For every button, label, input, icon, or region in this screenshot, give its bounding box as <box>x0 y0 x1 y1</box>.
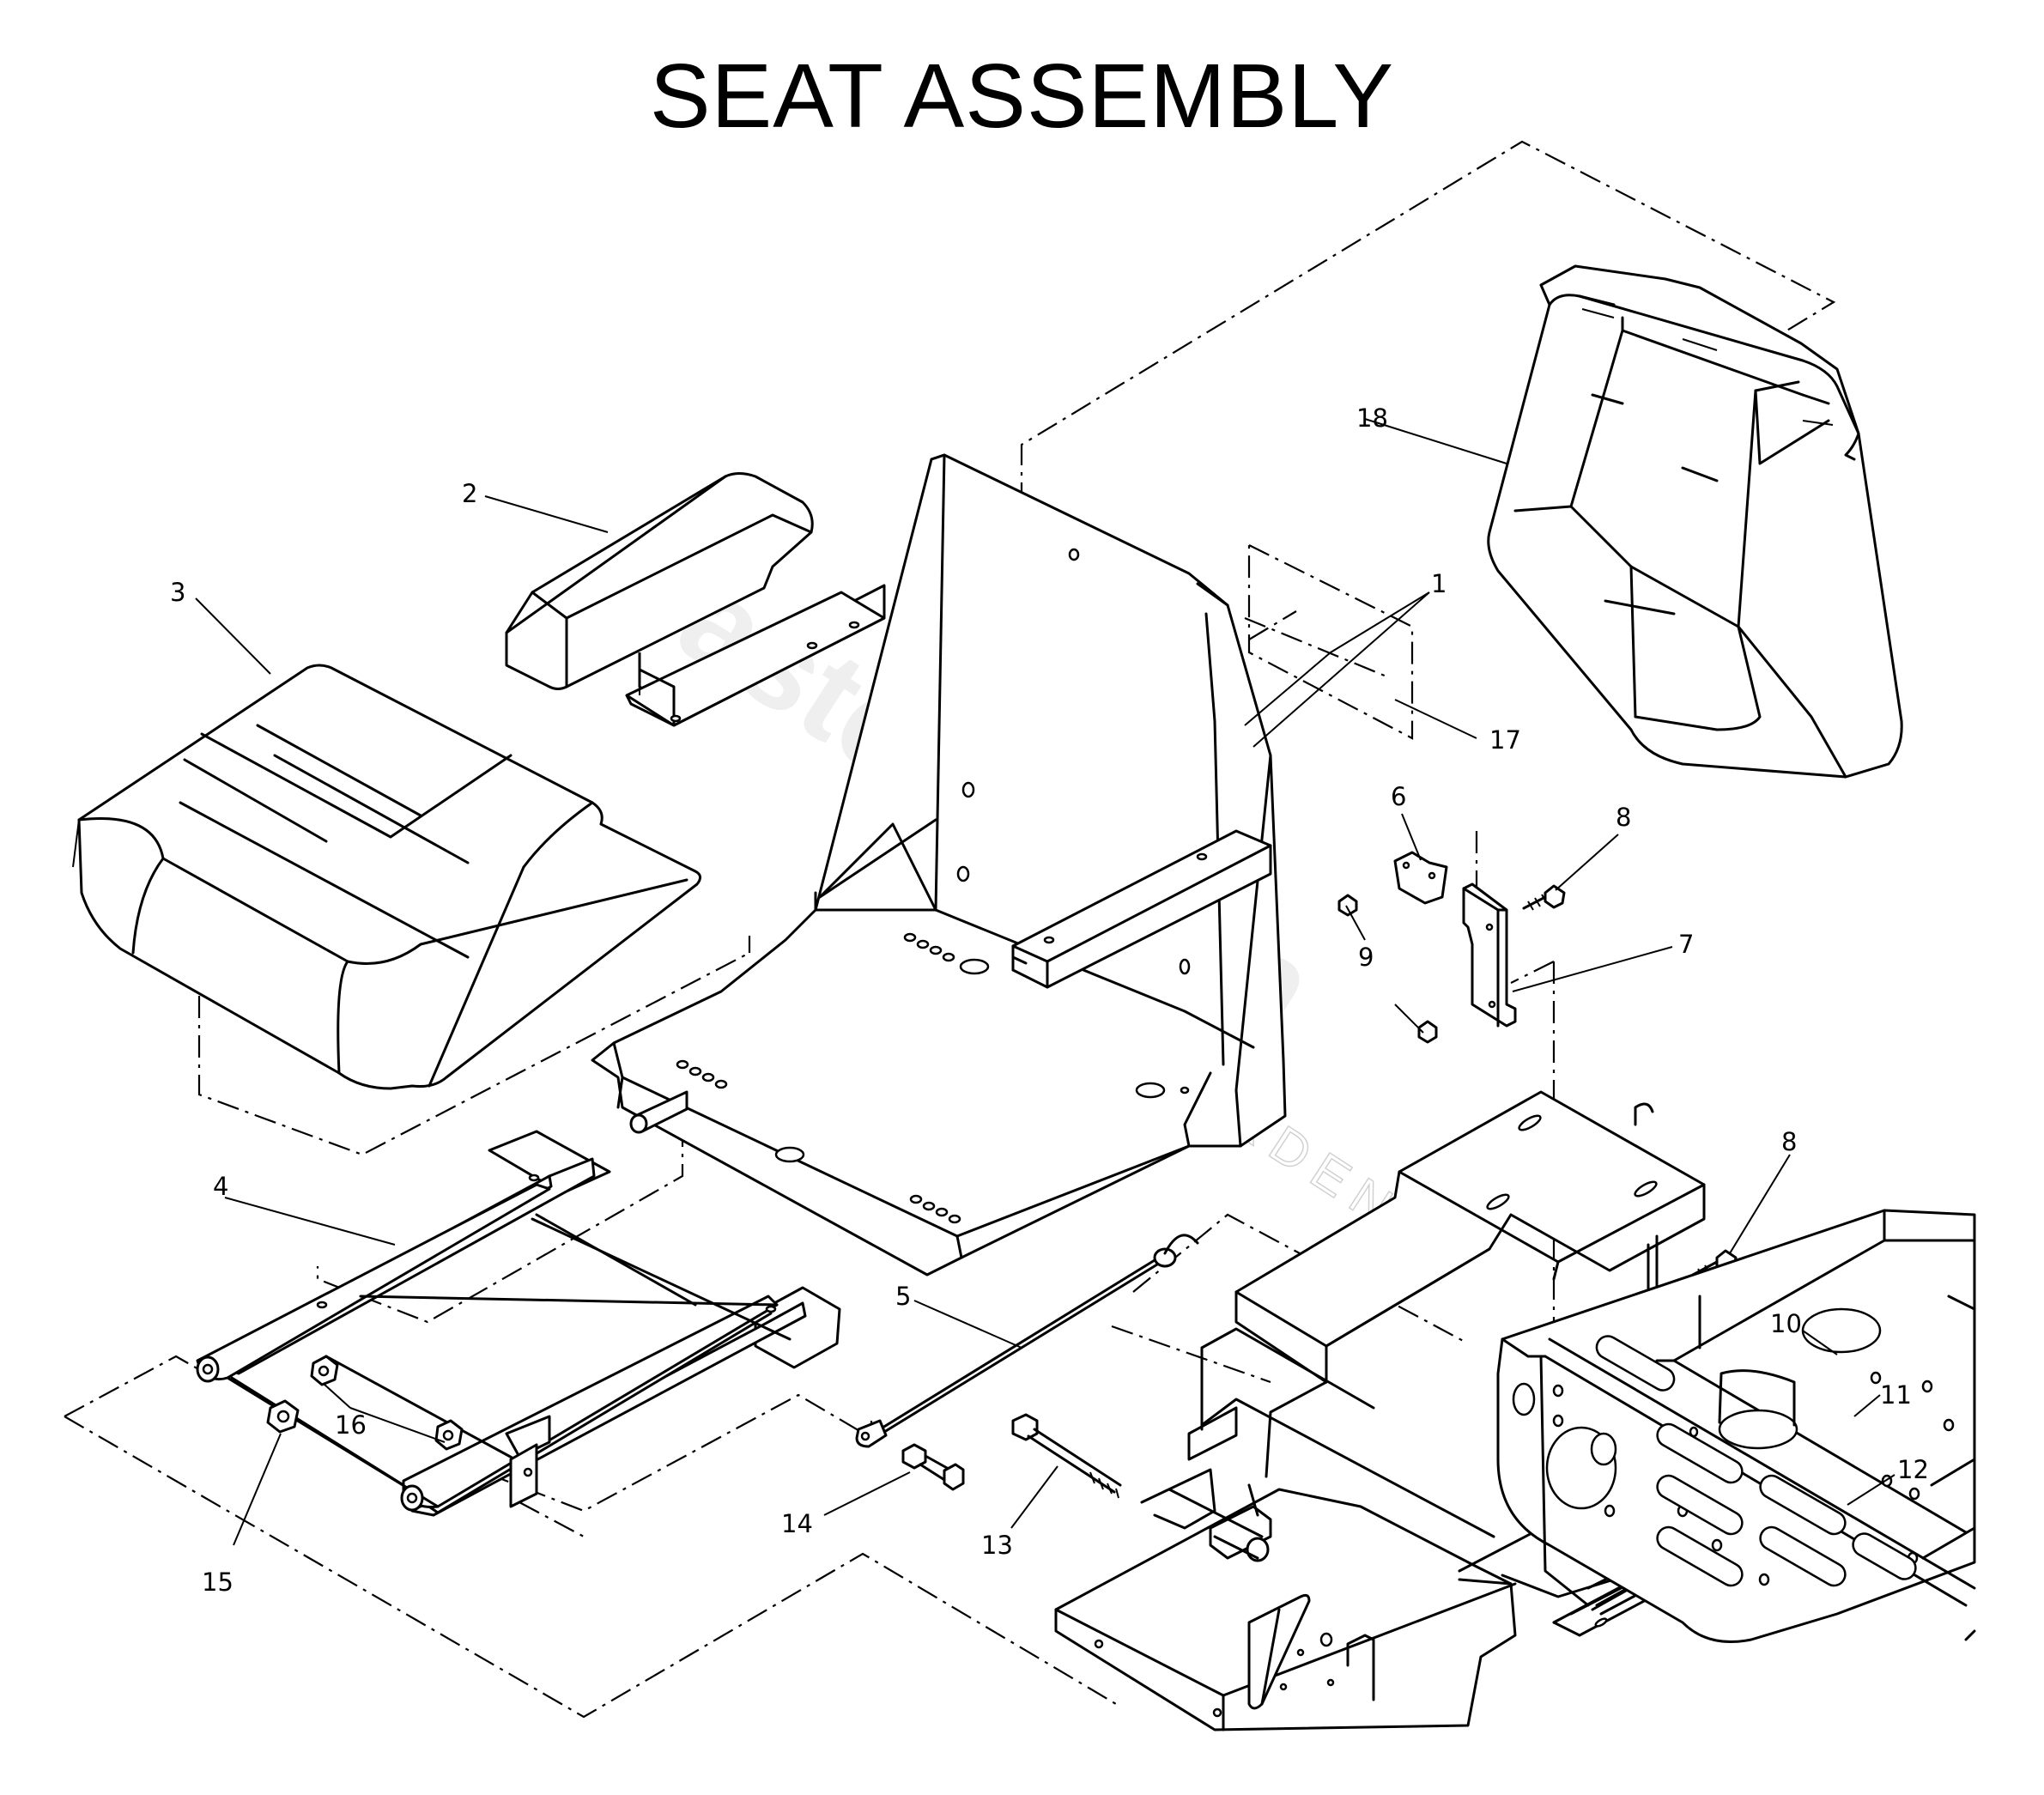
callout-10: 10 <box>1770 1309 1802 1338</box>
callout-4: 4 <box>213 1172 228 1201</box>
leader-lines <box>195 418 1895 1546</box>
callout-2: 2 <box>462 479 477 508</box>
callout-12: 12 <box>1897 1455 1929 1484</box>
callout-1: 1 <box>1431 569 1447 598</box>
callout-7: 7 <box>1678 930 1694 959</box>
callout-14: 14 <box>781 1509 813 1538</box>
callout-16: 16 <box>335 1410 367 1440</box>
backrest-cushion <box>1487 264 1903 779</box>
callout-15: 15 <box>202 1568 234 1597</box>
callout-8-lower: 8 <box>1781 1127 1797 1156</box>
callout-3: 3 <box>170 578 185 607</box>
adjustment-rod <box>855 1234 1199 1448</box>
armrest <box>505 472 886 727</box>
callout-numbers: 1 2 3 4 5 6 7 8 8 9 10 11 12 13 14 15 16… <box>170 403 1929 1597</box>
seat-pan <box>591 453 1287 1277</box>
callout-13: 13 <box>981 1531 1013 1560</box>
callout-5: 5 <box>895 1282 911 1311</box>
frame-slots <box>1595 1335 1917 1587</box>
callout-11: 11 <box>1880 1380 1912 1410</box>
adjust-holes-front <box>909 1194 961 1224</box>
seat-cushion <box>72 664 701 1090</box>
tractor-frame <box>1054 1090 1976 1731</box>
bolt-13 <box>1011 1413 1122 1499</box>
page-title: SEAT ASSEMBLY <box>649 45 1395 147</box>
callout-18: 18 <box>1356 403 1388 433</box>
callout-9: 9 <box>1358 943 1374 972</box>
callout-17: 17 <box>1489 725 1521 755</box>
adjust-holes-left <box>676 1059 728 1089</box>
seat-slide-rails <box>196 1130 841 1517</box>
callout-6: 6 <box>1391 782 1406 811</box>
bolt-14 <box>901 1443 965 1491</box>
adjust-holes-upper <box>903 932 955 962</box>
callout-8-upper: 8 <box>1616 803 1631 832</box>
